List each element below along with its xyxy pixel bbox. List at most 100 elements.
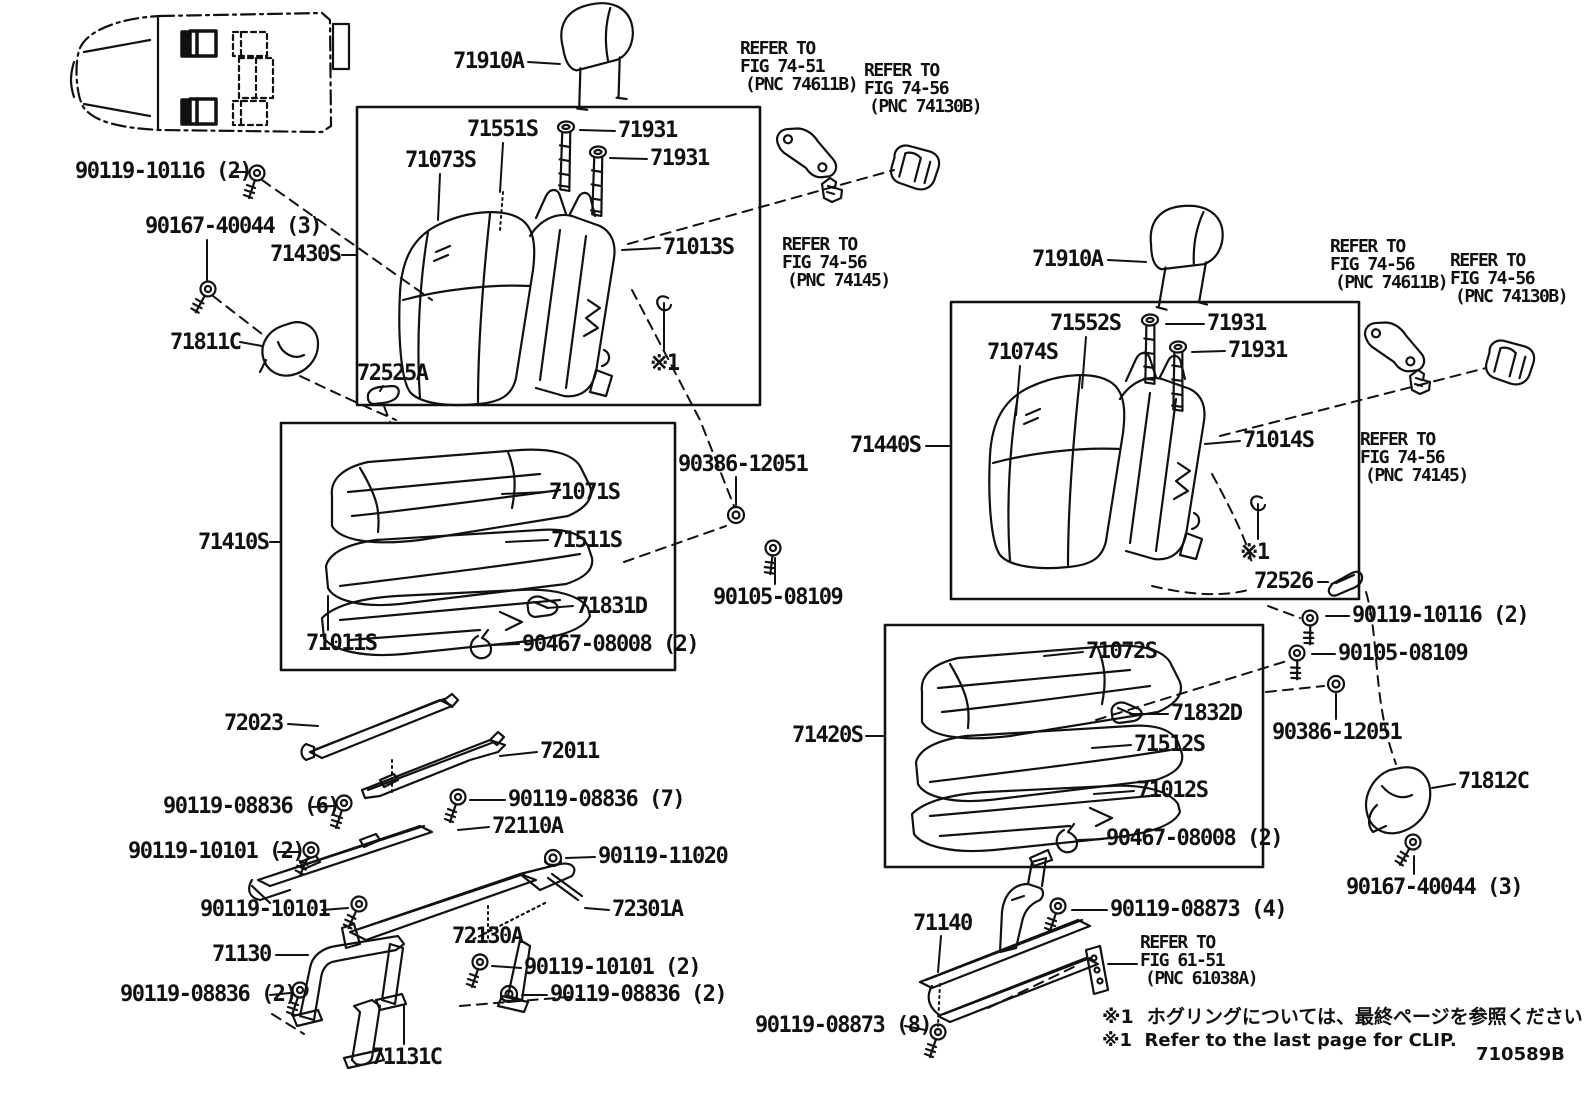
ref-fig-74-56-74145-right-line-3: (PNC 74145): [1365, 465, 1469, 486]
seatback-box-right: [949, 300, 1361, 601]
part-label-90167-40044-right: 90167-40044 (3): [1346, 875, 1524, 900]
pin-72526-drawing: [1327, 570, 1364, 597]
part-label-71012s: 71012S: [1137, 778, 1209, 803]
part-label-71551s: 71551S: [467, 117, 539, 142]
part-label-72023: 72023: [224, 711, 284, 736]
ref-fig-74-56-74130b-right-line-2: FIG 74-56: [1450, 268, 1536, 289]
assembly-boxes: [279, 105, 1361, 869]
part-label-71931-b: 71931: [650, 146, 710, 171]
hog-ring-hook-right: [1250, 495, 1267, 512]
dotted-leader-lines: [391, 191, 941, 1027]
cushion-box-right: [883, 623, 1265, 869]
part-label-71140: 71140: [913, 911, 973, 936]
ref-fig-61-51-61038a-line-3: (PNC 61038A): [1145, 968, 1259, 989]
ref-fig-74-56-74611b-right-line-2: FIG 74-56: [1330, 254, 1416, 275]
part-label-71931-a: 71931: [618, 118, 678, 143]
part-label-72525a: 72525A: [357, 361, 429, 386]
ref-fig-74-51-74611b-line-1: REFER TO: [740, 38, 816, 59]
part-label-90467-08008-left: 90467-08008 (2): [522, 632, 700, 657]
cover-71812c-drawing: [1365, 766, 1432, 835]
part-label-71832d: 71832D: [1171, 701, 1243, 726]
part-label-90119-08836-6: 90119-08836 (6): [163, 794, 341, 819]
ref-fig-74-56-74130b-right-line-3: (PNC 74130B): [1455, 286, 1569, 307]
part-label-71131c: 71131C: [371, 1045, 443, 1070]
part-label-72130a: 72130A: [452, 924, 524, 949]
clip-90467-right-drawing: [1055, 822, 1079, 854]
part-label-71410s: 71410S: [198, 530, 270, 555]
part-label-90105-08109-right: 90105-08109: [1338, 641, 1469, 666]
part-label-90119-10116-left: 90119-10116 (2): [75, 159, 253, 184]
ref-fig-74-56-74611b-right-line-1: REFER TO: [1330, 236, 1406, 257]
ref-fig-74-56-74130b-left-line-3: (PNC 74130B): [869, 96, 983, 117]
ref-fig-74-51-74611b-line-3: (PNC 74611B): [745, 74, 859, 95]
part-label-71074s: 71074S: [987, 340, 1059, 365]
ref-fig-74-56-74145-left-line-1: REFER TO: [782, 234, 858, 255]
front-seats-highlight: [180, 29, 218, 126]
part-label-72526: 72526: [1254, 569, 1314, 594]
part-label-90119-08873-8: 90119-08873 (8): [755, 1013, 933, 1038]
part-label-ref-x1-left: ※1: [650, 351, 680, 376]
part-label-90119-08836-7: 90119-08836 (7): [508, 787, 686, 812]
part-label-90119-10101: 90119-10101: [200, 897, 331, 922]
ref-fig-74-51-74611b-line-2: FIG 74-51: [740, 56, 826, 77]
part-label-71910a-right: 71910A: [1032, 247, 1104, 272]
part-label-90119-10101-2b: 90119-10101 (2): [524, 955, 702, 980]
part-label-71931-c: 71931: [1207, 311, 1267, 336]
part-label-90467-08008-right: 90467-08008 (2): [1106, 826, 1284, 851]
part-label-72301a: 72301A: [612, 897, 684, 922]
part-label-71511s: 71511S: [551, 528, 623, 553]
part-label-90105-08109-left: 90105-08109: [713, 585, 844, 610]
part-label-71512s: 71512S: [1134, 732, 1206, 757]
part-label-90386-12051-right: 90386-12051: [1272, 720, 1403, 745]
part-label-90167-40044-left: 90167-40044 (3): [145, 214, 323, 239]
part-label-71910a-left: 71910A: [453, 49, 525, 74]
ref-fig-74-56-74145-right-line-2: FIG 74-56: [1360, 447, 1446, 468]
footnote-english: ※1 Refer to the last page for CLIP.: [1102, 1030, 1457, 1051]
ref-fig-74-56-74611b-right-line-3: (PNC 74611B): [1335, 272, 1449, 293]
part-label-90119-11020: 90119-11020: [598, 844, 729, 869]
ref-fig-74-56-74130b-right-line-1: REFER TO: [1450, 250, 1526, 271]
part-label-90119-10101-2a: 90119-10101 (2): [128, 839, 306, 864]
clip-90467-left-drawing: [469, 628, 493, 660]
part-label-71430s: 71430S: [270, 242, 342, 267]
cushion-box-left: [279, 421, 677, 672]
part-label-71014s: 71014S: [1243, 428, 1315, 453]
leg-frame-71140-drawing: [918, 848, 1110, 1024]
part-label-71071s: 71071S: [549, 480, 621, 505]
ref-fig-74-56-74130b-left-line-1: REFER TO: [864, 60, 940, 81]
seat-track-assembly-drawing: [248, 692, 576, 1070]
part-label-71073s: 71073S: [405, 148, 477, 173]
part-label-71812c: 71812C: [1458, 769, 1530, 794]
clip-71832d-drawing: [1110, 701, 1143, 725]
part-label-71831d: 71831D: [576, 594, 648, 619]
part-label-90119-08873-4: 90119-08873 (4): [1110, 897, 1288, 922]
vehicle-top-view-drawing: [69, 11, 351, 134]
ref-fig-74-56-74145-left-line-3: (PNC 74145): [787, 270, 891, 291]
armrest-cover-71811c-drawing: [258, 321, 320, 377]
part-label-71420s: 71420S: [792, 723, 864, 748]
part-label-72011: 72011: [540, 739, 600, 764]
part-label-71811c: 71811C: [170, 330, 242, 355]
cap-72525a-drawing: [366, 384, 400, 406]
part-label-90386-12051-left: 90386-12051: [678, 452, 809, 477]
part-label-71011s: 71011S: [306, 631, 378, 656]
part-label-90119-08836-2b: 90119-08836 (2): [550, 982, 728, 1007]
part-label-72110a: 72110A: [492, 814, 564, 839]
rod-72301a-drawing: [470, 872, 584, 942]
ref-fig-61-51-61038a-line-1: REFER TO: [1140, 932, 1216, 953]
part-label-71013s: 71013S: [663, 235, 735, 260]
part-label-71440s: 71440S: [850, 433, 922, 458]
part-label-71130: 71130: [212, 942, 272, 967]
ref-fig-61-51-61038a-line-2: FIG 61-51: [1140, 950, 1226, 971]
hog-ring-hook-left: [656, 295, 673, 312]
part-label-71072s: 71072S: [1086, 639, 1158, 664]
part-label-ref-x1-right: ※1: [1240, 540, 1270, 565]
